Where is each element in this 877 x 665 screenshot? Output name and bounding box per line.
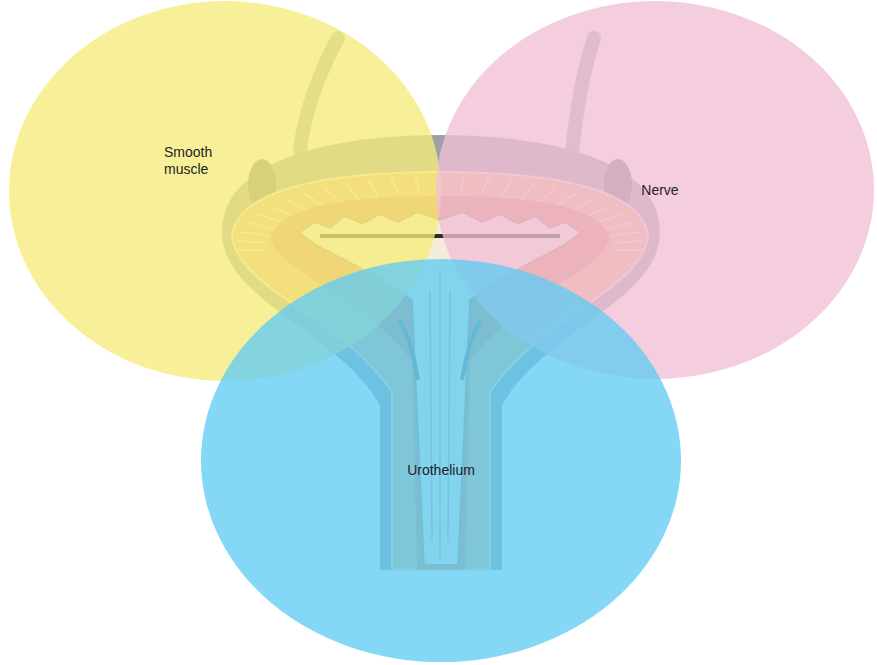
ellipse-fill <box>201 259 681 662</box>
ellipse-shape <box>200 258 682 663</box>
circle-label: Nerve <box>641 182 678 199</box>
circle-label: Urothelium <box>407 462 475 479</box>
circle-label: Smooth muscle <box>164 144 226 178</box>
venn-ellipse: Urothelium <box>200 258 682 663</box>
